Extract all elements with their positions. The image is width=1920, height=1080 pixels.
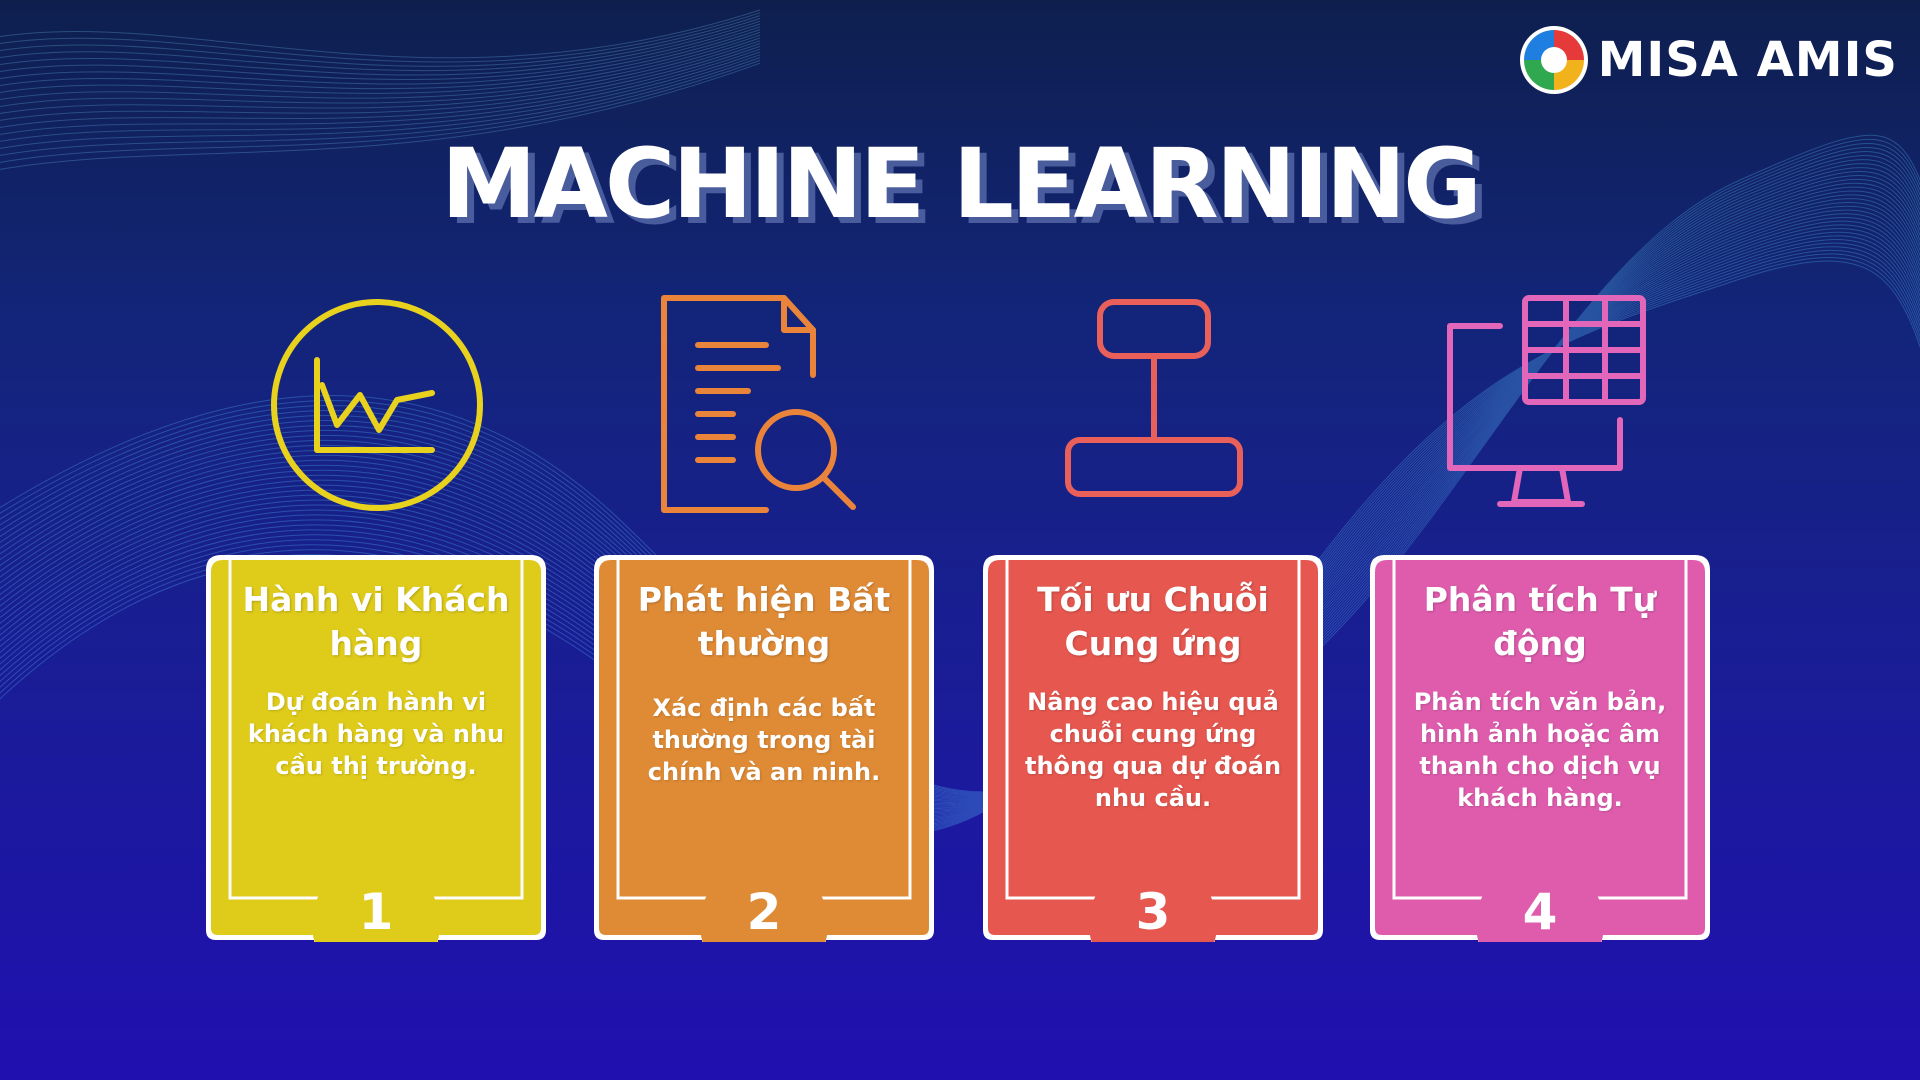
wave-line (1259, 253, 1920, 645)
monitor-table-icon (1447, 295, 1646, 507)
card-1-number: 1 (358, 883, 394, 941)
line-chart-circle-icon (271, 299, 483, 511)
card-3-shape (983, 555, 1323, 942)
wave-line (1259, 213, 1920, 665)
card-3-title: Tối ưu Chuỗi Cung ứng (1037, 580, 1269, 663)
wave-line (1259, 220, 1920, 661)
flow-diagram-icon (1065, 299, 1243, 497)
wave-line (1259, 198, 1920, 672)
wave-line (1259, 209, 1920, 667)
wave-line (0, 23, 761, 80)
card-2-title: Phát hiện Bất thường (637, 580, 891, 663)
wave-line (1259, 151, 1920, 694)
wave-line (1259, 175, 1920, 683)
wave-line (0, 40, 761, 114)
wave-line (1259, 201, 1920, 670)
wave-line (1259, 182, 1920, 679)
wave-line (1259, 190, 1920, 676)
card-2-description: Xác định các bất thường trong tài chính … (647, 694, 881, 786)
wave-line (1259, 231, 1920, 656)
wave-line (0, 20, 761, 76)
wave-line (1259, 186, 1920, 677)
card-3-description: Nâng cao hiệu quả chuỗi cung ứng thông q… (1024, 688, 1282, 812)
card-2-shape (594, 555, 934, 942)
card-4-title: Phân tích Tự động (1423, 580, 1657, 663)
wave-line (1259, 239, 1920, 652)
card-customer-behavior: Hành vi Khách hàng Dự đoán hành vi khách… (203, 552, 549, 942)
wave-line (0, 29, 761, 90)
wave-line (1259, 242, 1920, 650)
wave-line (0, 45, 761, 128)
wave-line (0, 37, 761, 107)
wave-line (0, 26, 761, 85)
card-anomaly-detection: Phát hiện Bất thường Xác định các bất th… (591, 552, 937, 942)
wave-line (1259, 228, 1920, 658)
wave-line (0, 31, 761, 94)
misa-amis-logo-icon (1519, 26, 1588, 94)
card-4-number: 4 (1522, 883, 1558, 941)
wave-line (1259, 194, 1920, 674)
card-2-number: 2 (746, 883, 782, 941)
wave-line (1259, 250, 1920, 647)
brand-logo: MISA AMIS (1518, 24, 1898, 96)
brand-name: MISA AMIS (1597, 32, 1898, 88)
wave-line (0, 62, 761, 170)
wave-line (1259, 155, 1920, 692)
page-title: MACHINE LEARNING (441, 128, 1482, 240)
wave-line (1259, 257, 1920, 643)
wave-line (0, 48, 761, 135)
wave-line (0, 17, 761, 72)
card-3-number: 3 (1135, 883, 1171, 941)
wave-line (0, 15, 761, 67)
card-4-description: Phân tích văn bản, hình ảnh hoặc âm than… (1413, 688, 1667, 812)
document-search-icon (661, 295, 856, 513)
wave-line (1259, 143, 1920, 697)
wave-line (1259, 205, 1920, 668)
wave-line (0, 43, 761, 121)
wave-line (0, 54, 761, 149)
wave-line (0, 57, 761, 156)
wave-line (1259, 224, 1920, 659)
wave-line (1259, 235, 1920, 654)
card-supply-chain: Tối ưu Chuỗi Cung ứng Nâng cao hiệu quả … (980, 552, 1326, 942)
wave-line (0, 12, 761, 63)
card-1-description: Dự đoán hành vi khách hàng và nhu cầu th… (247, 688, 505, 780)
wave-line (0, 34, 761, 100)
wave-line (1259, 147, 1920, 695)
wave-line (1259, 217, 1920, 663)
card-automated-analysis: Phân tích Tự động Phân tích văn bản, hìn… (1367, 552, 1713, 942)
wave-line (1259, 171, 1920, 685)
wave-line (1259, 134, 1920, 701)
card-4-shape (1370, 555, 1710, 942)
wave-line (1259, 163, 1920, 688)
wave-line (1259, 139, 1920, 699)
wave-line (1259, 159, 1920, 690)
wave-line (0, 59, 761, 163)
wave-line (1259, 167, 1920, 686)
wave-line (1259, 260, 1920, 641)
wave-line (0, 51, 761, 142)
card-1-title: Hành vi Khách hàng (242, 580, 510, 663)
wave-line (1259, 178, 1920, 681)
wave-line (0, 9, 761, 59)
wave-line (1259, 246, 1920, 649)
card-1-shape (206, 555, 546, 942)
